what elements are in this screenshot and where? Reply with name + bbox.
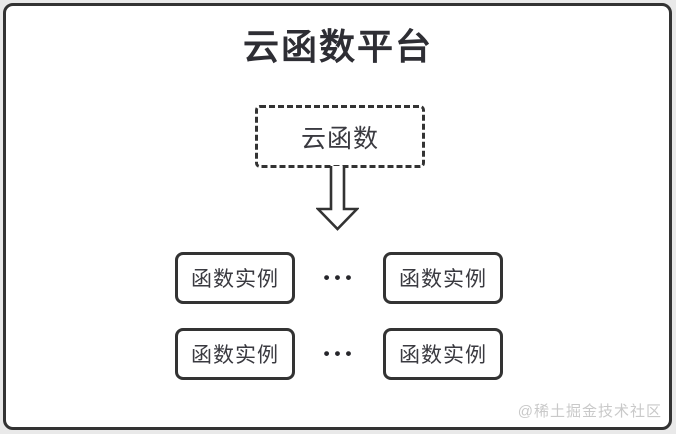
function-instance-label: 函数实例 — [399, 344, 487, 367]
page-title: 云函数平台 — [242, 26, 433, 67]
cloud-function-label: 云函数 — [300, 124, 379, 153]
function-instance-label: 函数实例 — [191, 344, 279, 367]
watermark: @稀土掘金技术社区 — [517, 403, 662, 420]
function-instance-box: 函数实例 — [383, 328, 503, 380]
function-instance-box: 函数实例 — [383, 252, 503, 304]
function-instance-box: 函数实例 — [175, 328, 295, 380]
function-instance-label: 函数实例 — [191, 268, 279, 291]
ellipsis-icon: ••• — [323, 344, 357, 363]
function-instance-label: 函数实例 — [399, 268, 487, 291]
down-arrow-icon — [316, 166, 359, 231]
cloud-function-box: 云函数 — [255, 105, 425, 168]
ellipsis-icon: ••• — [323, 268, 357, 287]
function-instance-box: 函数实例 — [175, 252, 295, 304]
